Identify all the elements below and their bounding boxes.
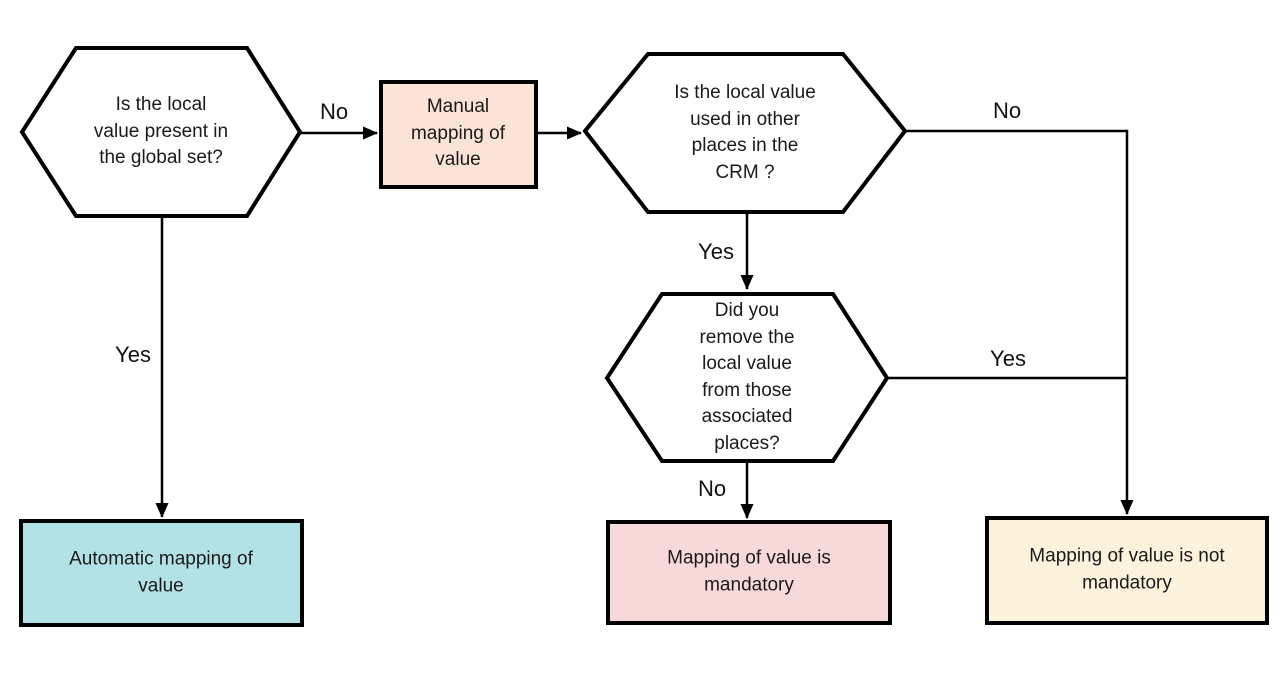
node-mapping-not-mandatory-box [985, 516, 1269, 625]
decision-used-in-crm-hexagon [582, 52, 908, 214]
decision-removed-value-hexagon [604, 292, 890, 463]
edge-usedcrm-to-notmandatory-arrow [905, 129, 1134, 515]
decision-value-present-hexagon [19, 46, 303, 218]
node-manual-mapping-box [379, 80, 538, 189]
node-mapping-mandatory-box [606, 520, 892, 625]
node-automatic-mapping-box [19, 519, 304, 627]
